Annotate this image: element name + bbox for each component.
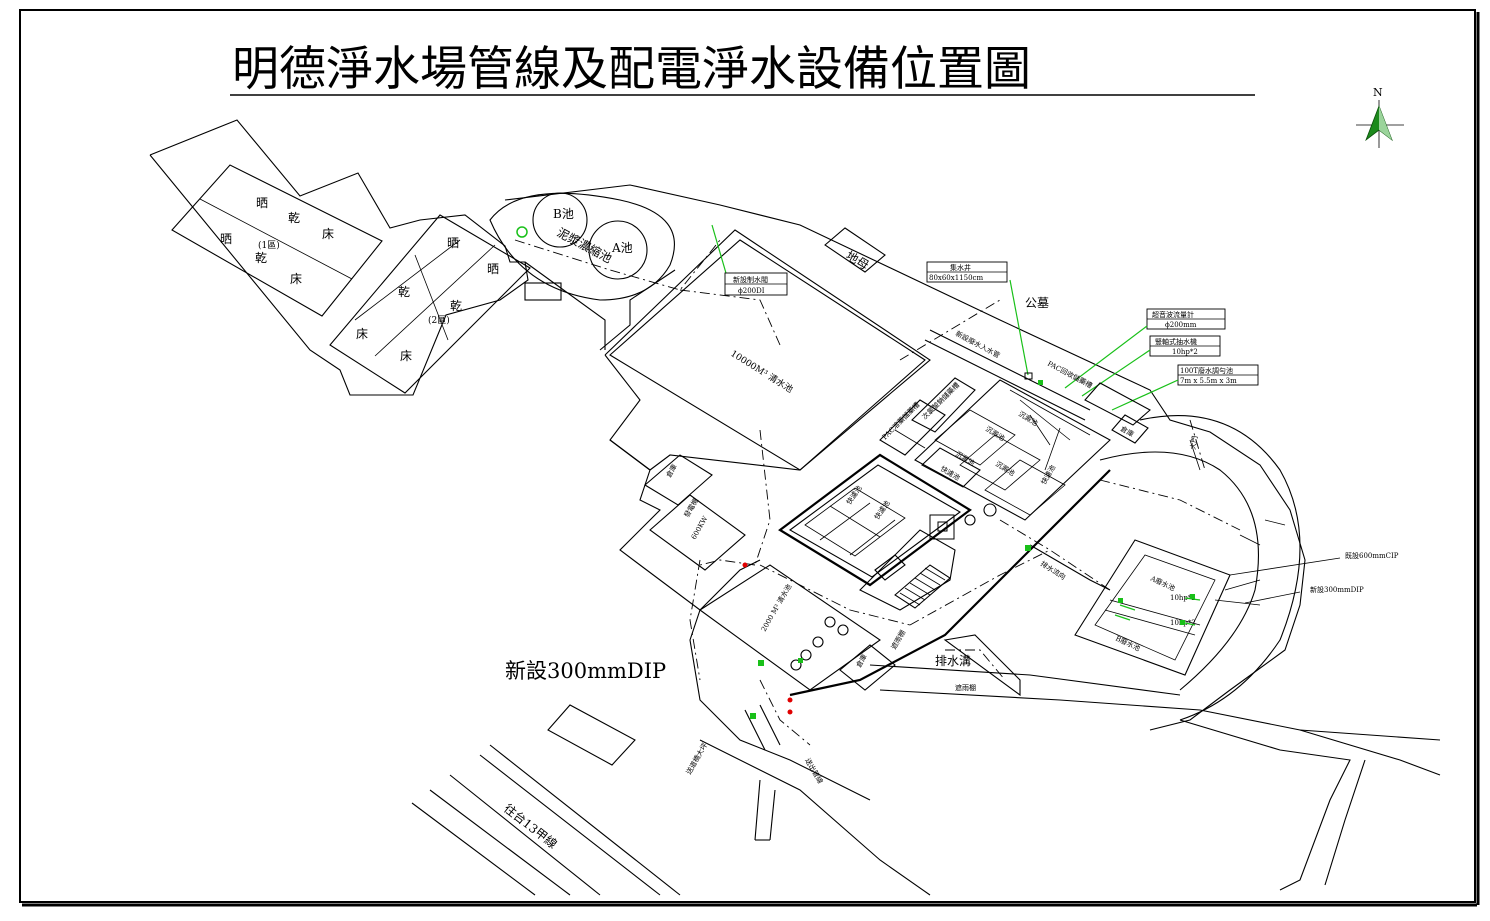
svg-text:B廢水池: B廢水池 <box>1114 634 1142 653</box>
svg-text:ϕ200mm: ϕ200mm <box>1165 321 1197 329</box>
svg-text:沉澱池: 沉澱池 <box>954 449 977 468</box>
new-valve-callout: 新設制水閥 ϕ200DI <box>711 224 788 296</box>
svg-text:沉澱池: 沉澱池 <box>994 459 1017 478</box>
svg-text:100T廢水調勻池: 100T廢水調勻池 <box>1180 366 1233 375</box>
svg-text:床: 床 <box>356 327 368 341</box>
svg-text:沉澱池: 沉澱池 <box>984 424 1007 443</box>
road-13a: 往台13甲線 <box>411 704 681 896</box>
svg-text:乾: 乾 <box>288 211 300 225</box>
svg-text:倉庫: 倉庫 <box>854 652 869 669</box>
svg-text:N: N <box>1373 86 1383 99</box>
svg-text:床: 床 <box>400 349 412 363</box>
svg-text:往台13甲線: 往台13甲線 <box>501 801 560 852</box>
dashed-pipelines <box>514 239 1241 746</box>
svg-text:80x60x1150cm: 80x60x1150cm <box>929 274 983 282</box>
svg-text:2000 M³ 清水池: 2000 M³ 清水池 <box>759 582 793 633</box>
svg-text:10hp*2: 10hp*2 <box>1170 594 1196 602</box>
right-pipe-labels: 既設600mmCIP 新設300mmDIP 大門 <box>1188 435 1399 606</box>
svg-text:A池: A池 <box>611 241 633 255</box>
svg-text:晒: 晒 <box>447 236 459 250</box>
svg-text:乾: 乾 <box>450 299 462 313</box>
generator: 發電機 600KW <box>649 494 746 571</box>
svg-text:新設制水閥: 新設制水閥 <box>733 275 768 284</box>
page-title: 明德淨水場管線及配電淨水設備位置圖 <box>232 42 1031 97</box>
svg-text:沉澱池: 沉澱池 <box>1017 409 1040 428</box>
main-site-outline <box>504 184 1441 896</box>
svg-text:ϕ200DI: ϕ200DI <box>738 287 765 295</box>
svg-text:(1區): (1區) <box>258 240 280 251</box>
svg-text:晒: 晒 <box>220 232 232 246</box>
inlet-label: 新設廢水入水管 <box>954 329 1001 360</box>
canopy-area: 排水溝 遮雨棚 遮雨棚 <box>889 628 1021 697</box>
svg-text:倉庫: 倉庫 <box>664 462 679 479</box>
svg-text:快濾池: 快濾池 <box>1039 463 1057 486</box>
svg-text:10hp*2: 10hp*2 <box>1172 348 1198 356</box>
svg-text:新設300mmDIP: 新設300mmDIP <box>1310 585 1364 594</box>
thickener-area: B池 A池 泥漿濃縮池 <box>489 192 675 301</box>
svg-text:排水流向: 排水流向 <box>1039 559 1068 581</box>
recovery-label: PAC回收儲藥槽 <box>1046 359 1094 390</box>
svg-text:B池: B池 <box>553 207 574 221</box>
svg-text:乾: 乾 <box>255 251 267 265</box>
svg-text:送道橋大坪: 送道橋大坪 <box>684 741 709 776</box>
warehouse-left: 倉庫 <box>644 454 713 506</box>
new-300-label: 新設300mmDIP <box>505 659 666 683</box>
svg-text:600KW: 600KW <box>690 514 710 541</box>
svg-text:大門: 大門 <box>1188 435 1199 450</box>
svg-text:遮雨棚: 遮雨棚 <box>955 683 976 692</box>
equipment-callouts: 超音波流量計 ϕ200mm 豎軸式抽水機 10hp*2 100T廢水調勻池 7m… <box>1064 308 1259 444</box>
svg-text:乾: 乾 <box>398 285 410 299</box>
cemetery-label: 公墓 <box>1025 296 1049 310</box>
svg-text:A廢水池: A廢水池 <box>1148 573 1176 593</box>
svg-text:超音波流量計: 超音波流量計 <box>1152 310 1194 319</box>
north-arrow-icon: N <box>1356 86 1404 148</box>
svg-text:排水溝: 排水溝 <box>935 654 971 668</box>
valve-markers <box>742 380 1195 719</box>
border <box>19 9 1476 903</box>
svg-text:床: 床 <box>322 227 334 241</box>
svg-text:送出管線: 送出管線 <box>803 757 825 786</box>
well-callout: 集水井 80x60x1150cm <box>926 261 1033 380</box>
svg-text:豎軸式抽水機: 豎軸式抽水機 <box>1155 337 1197 346</box>
svg-text:床: 床 <box>290 272 302 286</box>
svg-text:倉庫: 倉庫 <box>1119 424 1136 439</box>
svg-text:次氯酸鈉儲藥槽: 次氯酸鈉儲藥槽 <box>920 380 961 421</box>
svg-text:晒: 晒 <box>256 196 268 210</box>
svg-text:10000M³ 清水池: 10000M³ 清水池 <box>728 347 795 395</box>
svg-text:晒: 晒 <box>487 262 499 276</box>
drying-bed-area: 晒 乾 床 晒 (1區) 乾 床 晒 乾 晒 乾 (2區) 床 床 <box>149 119 562 396</box>
svg-text:7m x 5.5m x 3m: 7m x 5.5m x 3m <box>1180 377 1237 385</box>
svg-text:快濾池: 快濾池 <box>872 499 891 521</box>
svg-text:集水井: 集水井 <box>950 263 971 272</box>
chemical-rooms: PAC溶藥儲藥槽 次氯酸鈉儲藥槽 快濾池 <box>879 377 981 488</box>
svg-text:遮雨棚: 遮雨棚 <box>889 628 907 651</box>
svg-text:(2區): (2區) <box>428 315 450 326</box>
svg-text:PAC溶藥儲藥槽: PAC溶藥儲藥槽 <box>880 400 921 441</box>
filter-building-block: 快濾池 快濾池 <box>778 453 997 611</box>
wastewater-pools: A廢水池 B廢水池 10hp*2 10hp*2 <box>1074 539 1231 676</box>
earth-god-shrine: 地母 <box>824 227 886 273</box>
svg-text:既設600mmCIP: 既設600mmCIP <box>1345 551 1399 560</box>
